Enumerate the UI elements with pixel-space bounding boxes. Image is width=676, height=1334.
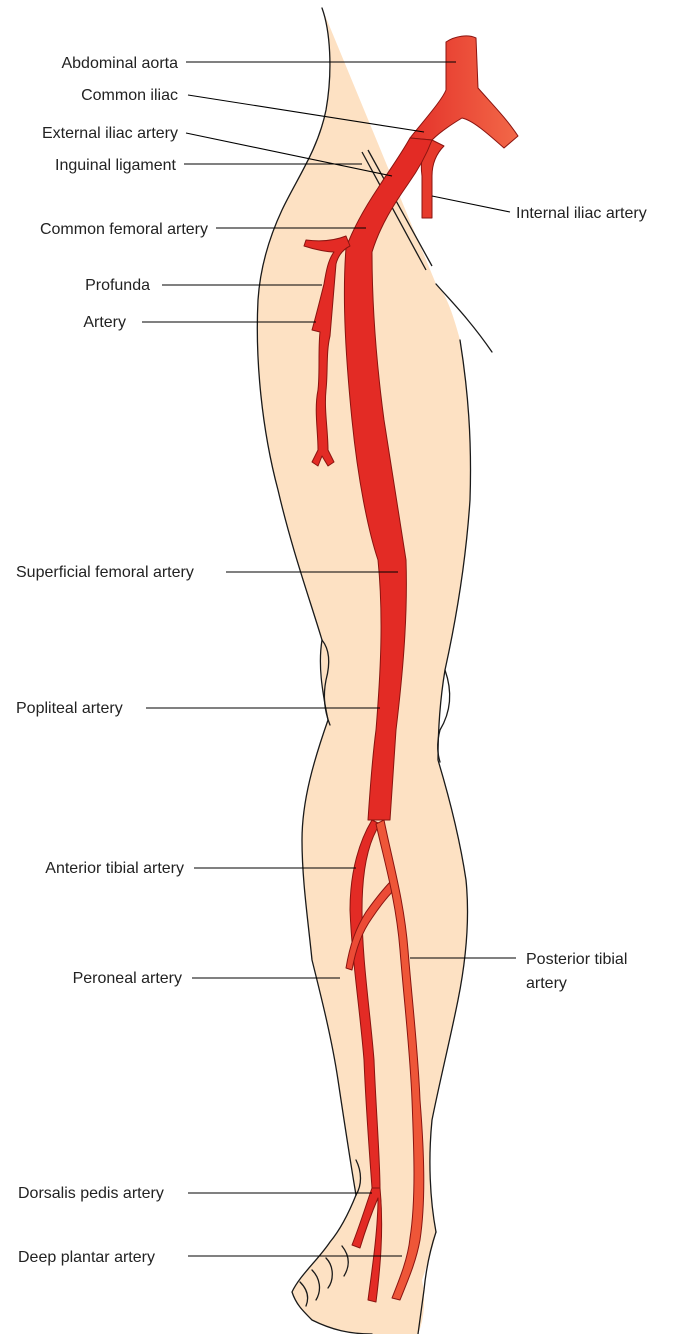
- leader-common-iliac: [188, 95, 424, 132]
- label-external-iliac-artery: External iliac artery: [42, 125, 178, 142]
- leader-internal-iliac: [432, 196, 510, 212]
- label-superficial-femoral-artery: Superficial femoral artery: [16, 564, 194, 581]
- label-common-femoral-artery: Common femoral artery: [40, 221, 208, 238]
- label-abdominal-aorta: Abdominal aorta: [61, 55, 178, 72]
- label-inguinal-ligament: Inguinal ligament: [55, 157, 177, 174]
- label-common-iliac: Common iliac: [81, 87, 178, 104]
- label-anterior-tibial-artery: Anterior tibial artery: [45, 860, 184, 877]
- label-deep-plantar-artery: Deep plantar artery: [18, 1249, 155, 1266]
- label-dorsalis-pedis-artery: Dorsalis pedis artery: [18, 1185, 164, 1202]
- abdominal-aorta-vessel: [410, 36, 518, 148]
- label-internal-iliac-artery: Internal iliac artery: [516, 205, 647, 222]
- label-profunda: Profunda: [85, 277, 150, 294]
- leg-silhouette: [257, 8, 470, 1334]
- label-posterior-tibial-artery-line1: Posterior tibial: [526, 951, 627, 968]
- label-artery: Artery: [83, 314, 126, 331]
- label-peroneal-artery: Peroneal artery: [73, 970, 182, 987]
- label-popliteal-artery: Popliteal artery: [16, 700, 123, 717]
- label-posterior-tibial-artery-line2: artery: [526, 975, 567, 992]
